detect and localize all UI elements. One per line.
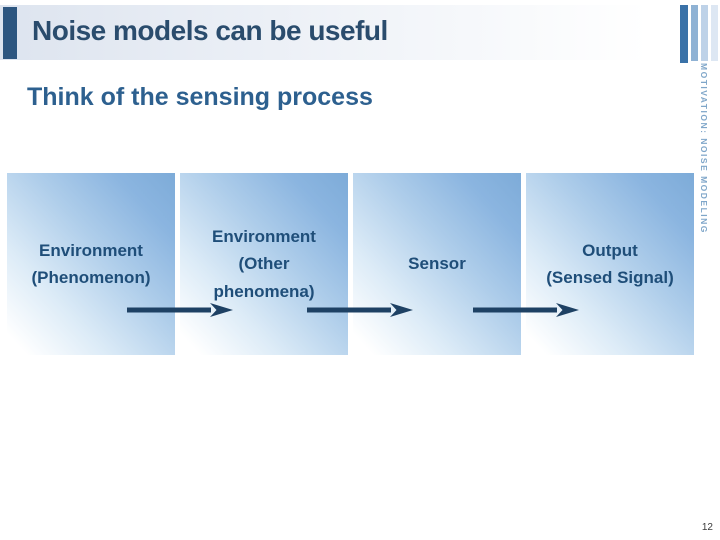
flow-box-environment-other-phenomena: Environment (Other phenomena) [180, 173, 348, 355]
flow-diagram: Environment (Phenomenon) Environment (Ot… [7, 173, 694, 355]
box-label: Sensor [408, 254, 466, 274]
slide-subtitle: Think of the sensing process [27, 83, 373, 111]
flow-box-environment-phenomenon: Environment (Phenomenon) [7, 173, 175, 355]
box-label: Environment (Phenomenon) [31, 240, 151, 287]
header-band [0, 5, 720, 60]
decor-bar-2 [691, 5, 698, 61]
decor-bar-4 [711, 5, 718, 61]
header-accent-bar [3, 7, 17, 59]
box-label: Output (Sensed Signal) [546, 240, 674, 287]
box-label: Environment (Other phenomena) [212, 227, 316, 301]
decor-bar-1 [680, 5, 688, 63]
flow-box-output-sensed-signal: Output (Sensed Signal) [526, 173, 694, 355]
slide-title: Noise models can be useful [32, 15, 388, 46]
decor-bar-3 [701, 5, 708, 61]
section-side-label: MOTIVATION: NOISE MODELING [699, 63, 709, 234]
page-number: 12 [701, 522, 713, 533]
flow-box-sensor: Sensor [353, 173, 521, 355]
